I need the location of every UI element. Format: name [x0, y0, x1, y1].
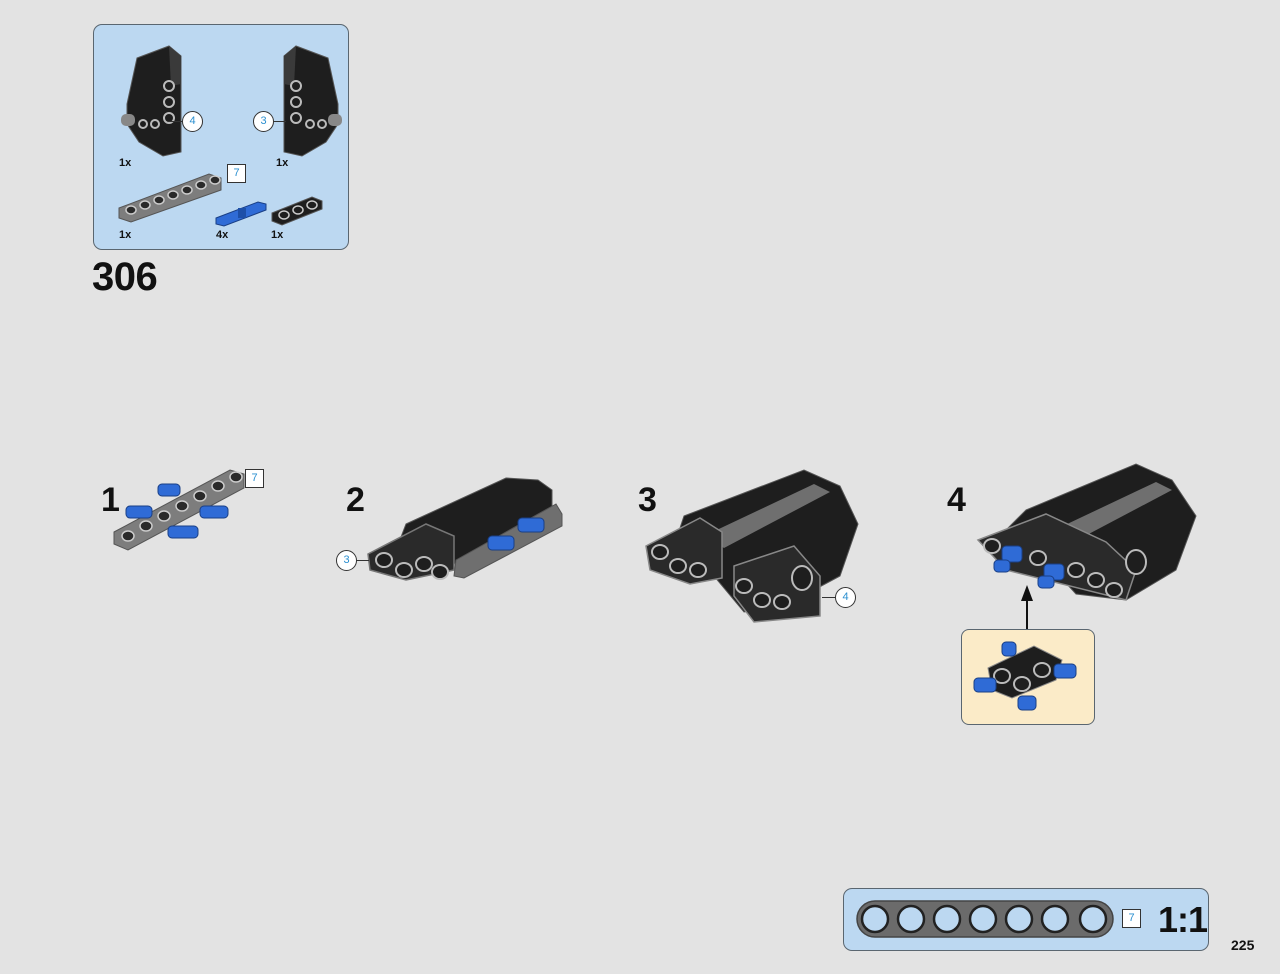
beam-length-callout: 7: [227, 164, 246, 183]
callout-line-left: [168, 121, 182, 122]
qty-label: 4x: [216, 229, 229, 241]
substep-3-callout: 4: [835, 587, 856, 608]
scale-length-callout: 7: [1122, 909, 1141, 928]
qty-label: 1x: [271, 229, 284, 241]
substep-3-assembly: [645, 469, 859, 623]
substep-number: 2: [346, 481, 365, 519]
substep-number: 3: [638, 481, 657, 519]
substep-4-assembly: [976, 463, 1197, 601]
black-panel-right-part: [283, 45, 342, 157]
substep-number: 4: [947, 481, 966, 519]
step-number: 306: [92, 255, 158, 299]
substep-2-assembly: [367, 477, 563, 581]
substep-2-callout: 3: [336, 550, 357, 571]
qty-label: 1x: [276, 157, 289, 169]
callout-line-substep-3: [822, 597, 836, 598]
substep-1-assembly: [113, 469, 245, 551]
part-callout-left: 4: [182, 111, 203, 132]
insert-arrow: [1021, 585, 1033, 629]
qty-label: 1x: [119, 157, 132, 169]
callout-line-substep-2: [355, 560, 369, 561]
page-number: 225: [1231, 937, 1255, 953]
blue-pin-part: [215, 201, 267, 227]
part-callout-right: 3: [253, 111, 274, 132]
substep-1-length-callout: 7: [245, 469, 264, 488]
callout-line-right: [272, 121, 286, 122]
gray-beam-part: [118, 173, 222, 223]
black-panel-left-part: [121, 45, 182, 157]
scale-ratio: 1:1: [1158, 899, 1208, 940]
subassembly-parts: [973, 641, 1077, 711]
black-beam-part: [271, 196, 323, 226]
qty-label: 1x: [119, 229, 132, 241]
scale-beam: [856, 900, 1114, 938]
substep-number: 1: [101, 481, 120, 519]
